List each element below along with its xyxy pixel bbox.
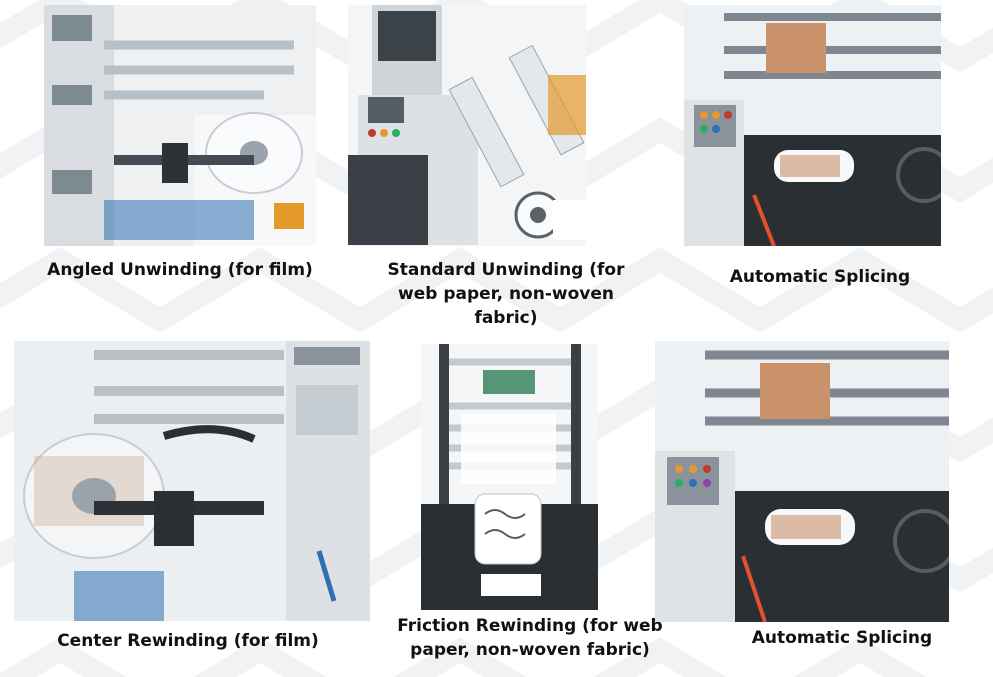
caption-center-rewinding: Center Rewinding (for film)	[57, 631, 319, 651]
film-unwinding-photo	[44, 5, 316, 246]
standard-unwinding-photo	[348, 5, 586, 246]
automatic-splicing-photo	[684, 5, 941, 246]
automatic-splicing-photo-bottom	[655, 341, 949, 622]
center-rewinding-photo	[14, 341, 370, 621]
friction-rewinding-photo	[421, 344, 598, 610]
caption-standard-unwinding: Standard Unwinding (for web paper, non-w…	[387, 260, 625, 328]
caption-angled-unwinding: Angled Unwinding (for film)	[47, 260, 313, 280]
caption-automatic-splicing-top: Automatic Splicing	[729, 267, 911, 287]
caption-friction-rewinding: Friction Rewinding (for web paper, non-w…	[397, 616, 663, 660]
caption-automatic-splicing-bottom: Automatic Splicing	[751, 628, 933, 648]
